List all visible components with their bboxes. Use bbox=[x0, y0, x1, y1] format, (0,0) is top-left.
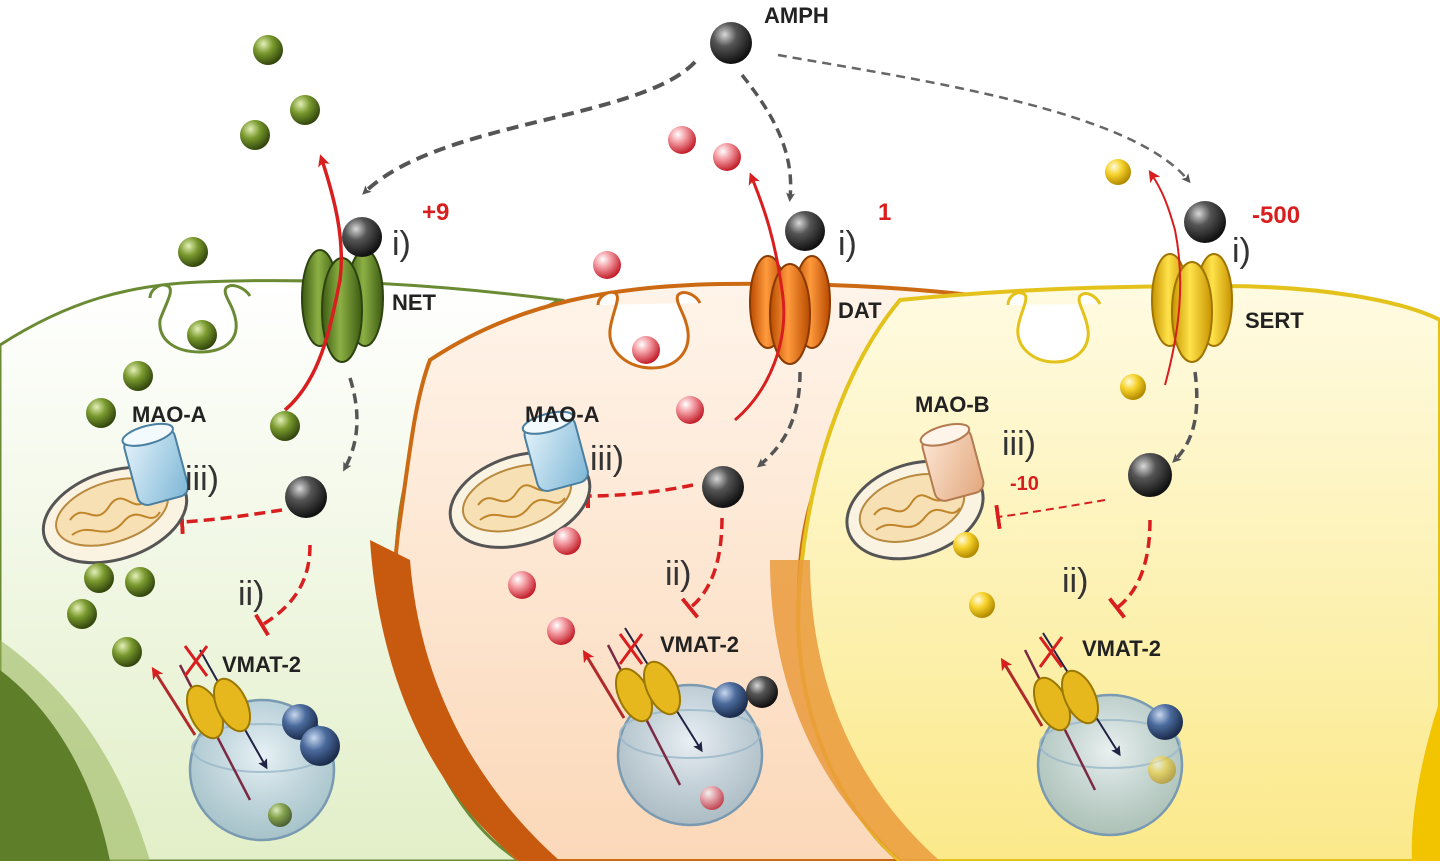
dat-transporter-label: DAT bbox=[838, 298, 882, 323]
amph-arrow-to-net bbox=[362, 60, 697, 195]
net-mao-a-enzyme bbox=[121, 422, 190, 506]
neuron-sert-right-edge bbox=[1411, 700, 1440, 861]
dat-transporter bbox=[749, 255, 831, 365]
net-step-i-label: i) bbox=[392, 225, 411, 263]
sert-efflux-arrow bbox=[1148, 170, 1182, 386]
sert-vesicle bbox=[1036, 693, 1184, 837]
neuron-sert-membrane-edge bbox=[770, 560, 940, 861]
net-vmat-label: VMAT-2 bbox=[222, 652, 301, 677]
pit-sert bbox=[1006, 291, 1102, 364]
net-vmat-inhibition bbox=[254, 544, 312, 637]
dat-vmat-transporter bbox=[582, 627, 703, 786]
sert-enzyme-effect-value: -10 bbox=[1010, 473, 1039, 495]
net-transporter bbox=[301, 249, 384, 363]
dat-inward-arrow bbox=[756, 371, 802, 468]
dat-enzyme-label: MAO-A bbox=[525, 402, 600, 427]
net-step-iii-label: iii) bbox=[185, 460, 219, 498]
sert-step-ii-label: ii) bbox=[1062, 562, 1088, 600]
net-mao-inhibition bbox=[179, 508, 283, 535]
net-enzyme-label: MAO-A bbox=[132, 402, 207, 427]
dat-step-iii-label: iii) bbox=[590, 440, 624, 478]
net-step-ii-label: ii) bbox=[238, 575, 264, 613]
amphetamine-molecules bbox=[285, 22, 1226, 518]
sert-vmat-inhibition bbox=[1108, 519, 1152, 619]
amph-label: AMPH bbox=[764, 3, 829, 28]
amph-arrow-to-sert bbox=[777, 53, 1191, 184]
serotonin-molecules bbox=[953, 159, 1146, 618]
dopamine-molecules bbox=[508, 126, 741, 645]
net-transporter-label: NET bbox=[392, 290, 437, 315]
net-inward-arrow bbox=[343, 377, 359, 472]
dat-vesicle bbox=[616, 676, 778, 827]
dat-mao-inhibition bbox=[585, 483, 694, 509]
norepinephrine-molecules bbox=[67, 35, 320, 667]
net-vmat-transporter bbox=[151, 645, 268, 801]
pit-net bbox=[148, 283, 252, 354]
net-affinity-value: +9 bbox=[422, 199, 449, 226]
neuron-dat-membrane-edge bbox=[370, 540, 560, 861]
dat-efflux-arrow bbox=[734, 172, 786, 422]
sert-step-i-label: i) bbox=[1232, 232, 1251, 270]
sert-inward-arrow bbox=[1172, 371, 1199, 463]
pit-dat bbox=[596, 290, 702, 370]
dat-vmat-label: VMAT-2 bbox=[660, 632, 739, 657]
sert-transporter-label: SERT bbox=[1245, 308, 1304, 333]
amph-arrow-to-dat bbox=[740, 73, 795, 202]
sert-mao-b-enzyme bbox=[919, 422, 985, 502]
neuron-net-membrane-edge bbox=[0, 670, 110, 861]
sert-step-iii-label: iii) bbox=[1002, 425, 1036, 463]
net-efflux-arrow bbox=[283, 154, 344, 412]
dat-vmat-inhibition bbox=[680, 517, 724, 619]
sert-transporter bbox=[1151, 253, 1233, 363]
neuron-net-membrane-band bbox=[0, 640, 150, 861]
dat-mao-a-enzyme bbox=[521, 410, 589, 493]
sert-affinity-value: -500 bbox=[1252, 202, 1300, 229]
dat-affinity-value: 1 bbox=[878, 199, 891, 226]
dat-step-ii-label: ii) bbox=[665, 555, 691, 593]
net-vesicle bbox=[188, 698, 340, 842]
sert-vmat-transporter bbox=[1000, 632, 1121, 791]
sert-mao-inhibition bbox=[994, 499, 1106, 530]
sert-enzyme-label: MAO-B bbox=[915, 392, 990, 417]
dat-step-i-label: i) bbox=[838, 225, 857, 263]
sert-vmat-label: VMAT-2 bbox=[1082, 636, 1161, 661]
